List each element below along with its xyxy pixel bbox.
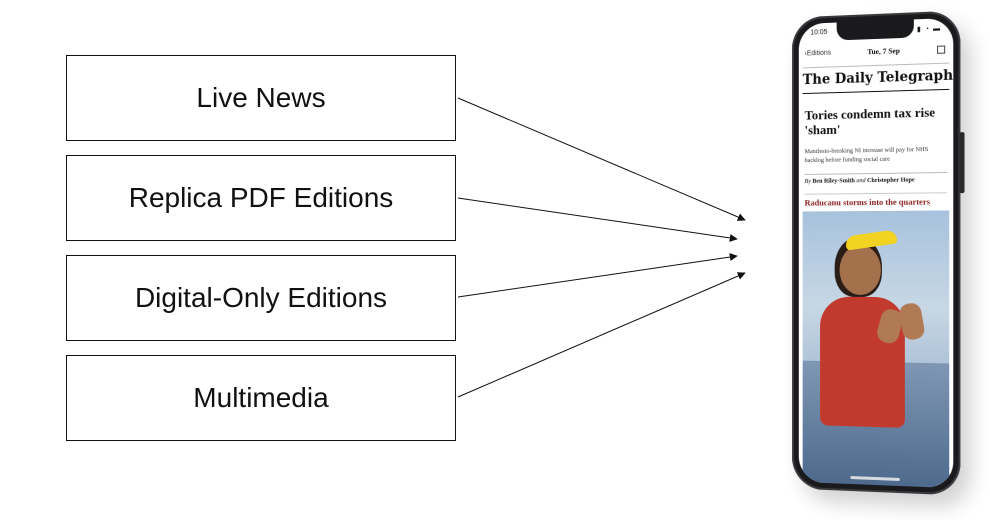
arrow-live-news	[458, 98, 745, 220]
grid-icon[interactable]	[937, 45, 945, 53]
status-icons: ▮ ◔ ▬	[917, 24, 941, 33]
nav-back-label: Editions	[807, 50, 831, 58]
article-headline[interactable]: Tories condemn tax rise 'sham'	[805, 105, 948, 138]
arrow-multimedia	[458, 273, 745, 397]
status-time: 10:05	[810, 29, 827, 38]
article-standfirst: Manifesto-breaking NI increase will pay …	[805, 146, 948, 165]
sport-subhead[interactable]: Raducanu storms into the quarters	[805, 192, 948, 207]
masthead: The Daily Telegraph	[803, 63, 950, 94]
article-byline: By Ben Riley-Smith and Christopher Hope	[805, 172, 948, 185]
arrow-digital-only	[458, 256, 737, 297]
byline-and: and	[856, 177, 865, 184]
phone-screen: 10:05 ▮ ◔ ▬ ‹Editions Tue, 7 Sep The Dai…	[799, 18, 954, 488]
byline-author-2: Christopher Hope	[867, 176, 915, 184]
photo-player-head	[840, 245, 881, 295]
editions-back-link[interactable]: ‹Editions	[805, 50, 831, 58]
article-photo[interactable]	[803, 210, 950, 488]
phone-side-button	[959, 132, 964, 193]
arrow-replica-pdf	[458, 198, 737, 239]
nav-row: ‹Editions Tue, 7 Sep	[805, 44, 946, 58]
byline-author-1: Ben Riley-Smith	[812, 177, 854, 184]
nav-date: Tue, 7 Sep	[867, 46, 900, 56]
phone-mockup: 10:05 ▮ ◔ ▬ ‹Editions Tue, 7 Sep The Dai…	[792, 10, 960, 495]
byline-prefix: By	[805, 178, 811, 185]
